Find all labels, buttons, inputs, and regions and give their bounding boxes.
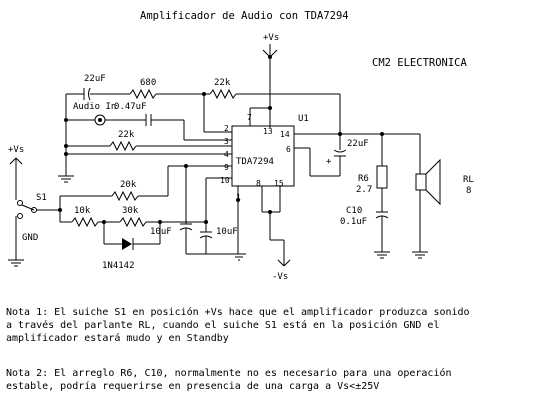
diagram-title: Amplificador de Audio con TDA7294 — [140, 10, 349, 22]
switch-gnd-label: GND — [22, 233, 38, 243]
pin-15-label: 15 — [274, 179, 284, 188]
pin-3-label: 3 — [224, 137, 229, 146]
ic-tda7294 — [231, 125, 295, 187]
pin-9-label: 9 — [224, 163, 229, 172]
capacitor-c-in — [83, 87, 91, 101]
pin-10-label: 10 — [220, 176, 230, 185]
r10k-label: 10k — [74, 206, 91, 216]
c047-label: 0.47uF — [114, 102, 147, 112]
switch-ref-label: S1 — [36, 193, 47, 203]
supply-pos-top-label: +Vs — [263, 33, 279, 43]
pin-13-label: 13 — [263, 127, 273, 136]
pin-6-label: 6 — [286, 145, 291, 154]
resistor-r6 — [376, 165, 388, 189]
pin-2-label: 2 — [224, 124, 229, 133]
note-1: Nota 1: El suiche S1 en posición +Vs hac… — [6, 307, 470, 344]
supply-neg-label: -Vs — [272, 272, 288, 282]
r22k-mid-label: 22k — [118, 130, 135, 140]
capacitor-047uf — [145, 114, 152, 126]
pin-14-label: 14 — [280, 130, 290, 139]
r30k-label: 30k — [122, 206, 139, 216]
r22k-top-label: 22k — [214, 78, 231, 88]
audio-in-label: Audio In — [73, 102, 116, 112]
c10-val-label: 0.1uF — [340, 217, 367, 227]
diode-label: 1N4142 — [102, 261, 135, 271]
rl-ref-label: RL — [463, 175, 474, 185]
svg-text:+: + — [326, 157, 332, 167]
switch-pos-label: +Vs — [8, 145, 24, 155]
resistor-680 — [129, 88, 157, 100]
r6-val-label: 2.7 — [356, 185, 372, 195]
pin-4-label: 4 — [224, 150, 229, 159]
ic-part-label: TDA7294 — [236, 157, 274, 167]
speaker-rl — [415, 173, 427, 191]
capacitor-bootstrap-22uf — [333, 149, 347, 157]
resistor-22k-top — [209, 88, 237, 100]
resistor-30k — [119, 216, 147, 228]
resistor-10k — [71, 216, 99, 228]
brand-label: CM2 ELECTRONICA — [372, 57, 468, 69]
r680-label: 680 — [140, 78, 156, 88]
c-in-label: 22uF — [84, 74, 106, 84]
resistor-22k-mid — [109, 140, 137, 152]
c10u-a-label: 10uF — [150, 227, 172, 237]
c-out-label: 22uF — [347, 139, 369, 149]
ic-ref-label: U1 — [298, 114, 309, 124]
pin-8-label: 8 — [256, 179, 261, 188]
resistor-20k — [111, 190, 139, 202]
diode-1n4142 — [122, 238, 134, 250]
r20k-label: 20k — [120, 180, 137, 190]
c10u-b-label: 10uF — [216, 227, 238, 237]
rl-val-label: 8 — [466, 186, 471, 196]
c10-ref-label: C10 — [346, 206, 362, 216]
switch-s1 — [31, 207, 37, 213]
r6-ref-label: R6 — [358, 174, 369, 184]
note-2: Nota 2: El arreglo R6, C10, normalmente … — [6, 368, 452, 392]
